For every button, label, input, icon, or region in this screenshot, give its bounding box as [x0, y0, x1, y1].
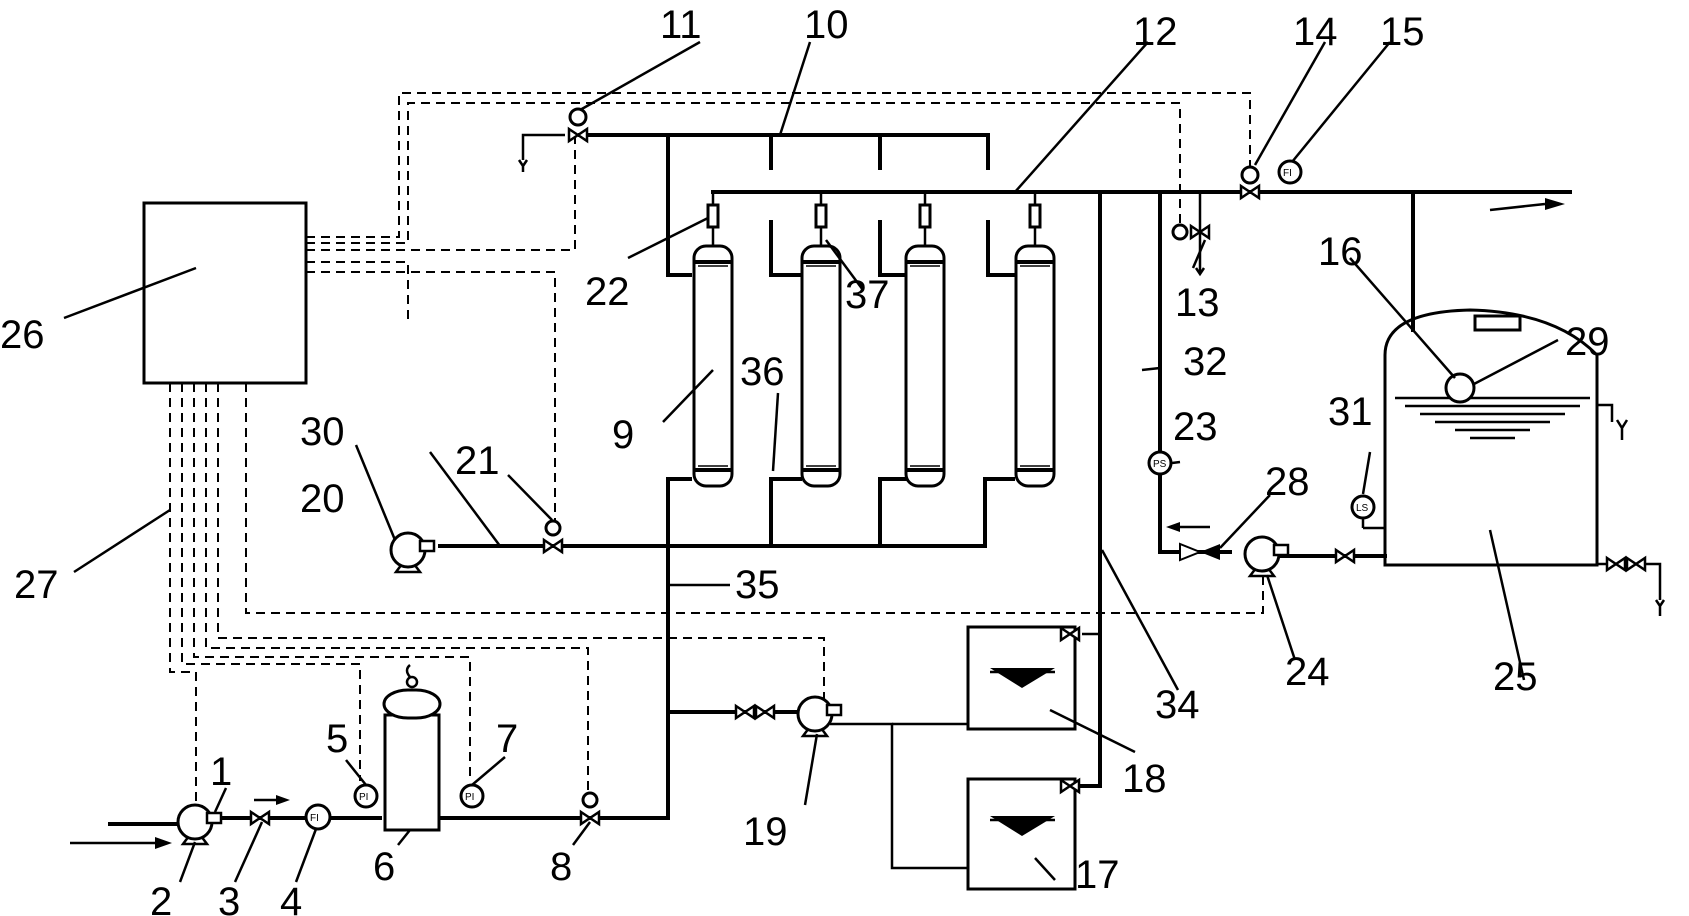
membrane-module-3 — [904, 244, 946, 488]
label-23: 23 — [1173, 405, 1218, 449]
feed-flow-indicator: FI — [304, 803, 332, 831]
level-switch: LS — [1350, 494, 1385, 530]
backwash-valve-actuator — [544, 519, 562, 537]
label-24: 24 — [1285, 650, 1330, 694]
label-18: 18 — [1122, 757, 1167, 801]
label-13: 13 — [1175, 281, 1220, 325]
label-8: 8 — [550, 845, 572, 889]
label-36: 36 — [740, 350, 785, 394]
leader-lines — [63, 40, 1559, 883]
cleaning-tank-18 — [966, 625, 1077, 731]
label-1: 1 — [210, 750, 232, 794]
permeate-header — [706, 190, 1572, 246]
label-31: 31 — [1328, 390, 1373, 434]
svg-text:FI: FI — [1283, 168, 1292, 179]
label-3: 3 — [218, 880, 240, 916]
svg-text:FI: FI — [310, 813, 319, 824]
label-32: 32 — [1183, 340, 1228, 384]
product-tank — [1383, 308, 1666, 616]
label-35: 35 — [735, 563, 780, 607]
tank-drain-valve-a-icon[interactable] — [1605, 556, 1627, 572]
pressure-switch-icon — [1171, 223, 1189, 241]
prefilter-pressure-gauge: PI — [353, 783, 379, 809]
level-float-icon — [1444, 372, 1476, 404]
label-20: 20 — [300, 477, 345, 521]
signal-lines — [169, 92, 1264, 808]
backwash-pump-icon[interactable] — [389, 531, 436, 574]
recirc-pressure-gauge: PS — [1147, 450, 1173, 476]
postfilter-pressure-gauge: PI — [459, 783, 485, 809]
concentrate-manifold — [521, 133, 1015, 277]
valve-actuator-icon — [581, 791, 599, 809]
label-22: 22 — [585, 270, 630, 314]
label-15: 15 — [1380, 10, 1425, 54]
membrane-module-2 — [800, 244, 842, 488]
cleaning-valve-b-icon[interactable] — [754, 704, 776, 720]
label-11: 11 — [660, 3, 702, 47]
permeate-valve-icon[interactable] — [1239, 184, 1261, 200]
label-27: 27 — [14, 563, 59, 607]
label-37: 37 — [845, 273, 890, 317]
svg-text:PI: PI — [359, 792, 368, 803]
label-26: 26 — [0, 313, 45, 357]
cleaning-pump-icon[interactable] — [796, 695, 843, 738]
label-10: 10 — [804, 3, 849, 47]
drain-icon — [517, 159, 529, 172]
permeate-flow-indicator: FI — [1277, 159, 1303, 185]
membrane-module-4 — [1014, 244, 1056, 488]
label-9: 9 — [612, 413, 634, 457]
label-17: 17 — [1075, 853, 1120, 897]
feed-valve-icon[interactable] — [249, 810, 271, 826]
tank-outlet-valve-icon[interactable] — [1334, 548, 1356, 564]
label-19: 19 — [743, 810, 788, 854]
label-5: 5 — [326, 717, 348, 761]
backwash-valve-icon[interactable] — [542, 538, 564, 554]
label-28: 28 — [1265, 460, 1310, 504]
svg-text:PS: PS — [1153, 459, 1167, 470]
cleaning-valve-a-icon[interactable] — [734, 704, 756, 720]
concentrate-valve-icon[interactable] — [567, 127, 589, 143]
label-21: 21 — [455, 439, 500, 483]
label-14: 14 — [1293, 10, 1338, 54]
label-7: 7 — [496, 717, 518, 761]
feed-line — [70, 544, 670, 849]
label-6: 6 — [373, 845, 395, 889]
label-25: 25 — [1493, 655, 1538, 699]
flush-line — [1080, 190, 1102, 788]
label-12: 12 — [1133, 10, 1178, 54]
feed-manifold — [438, 477, 1015, 548]
tank-drain-valve-b-icon[interactable] — [1625, 556, 1647, 572]
label-4: 4 — [280, 880, 302, 916]
check-valve-28 — [1179, 542, 1220, 562]
permeate-valve-actuator — [1240, 165, 1260, 185]
membrane-module-1 — [692, 244, 734, 488]
cleaning-tank-17 — [966, 777, 1077, 891]
svg-text:PI: PI — [465, 792, 474, 803]
label-16: 16 — [1318, 230, 1363, 274]
sample-drain-icon — [1194, 267, 1206, 277]
reference-numbers: 1 2 3 4 5 6 7 8 9 10 11 12 13 14 15 16 1… — [0, 3, 1610, 916]
label-30: 30 — [300, 410, 345, 454]
label-2: 2 — [150, 880, 172, 916]
label-29: 29 — [1565, 320, 1610, 364]
concentrate-valve-actuator — [568, 107, 588, 127]
label-34: 34 — [1155, 683, 1200, 727]
svg-text:LS: LS — [1356, 503, 1369, 514]
cleaning-return-line — [666, 710, 968, 870]
cartridge-filter — [382, 664, 442, 832]
control-cabinet — [142, 201, 308, 385]
